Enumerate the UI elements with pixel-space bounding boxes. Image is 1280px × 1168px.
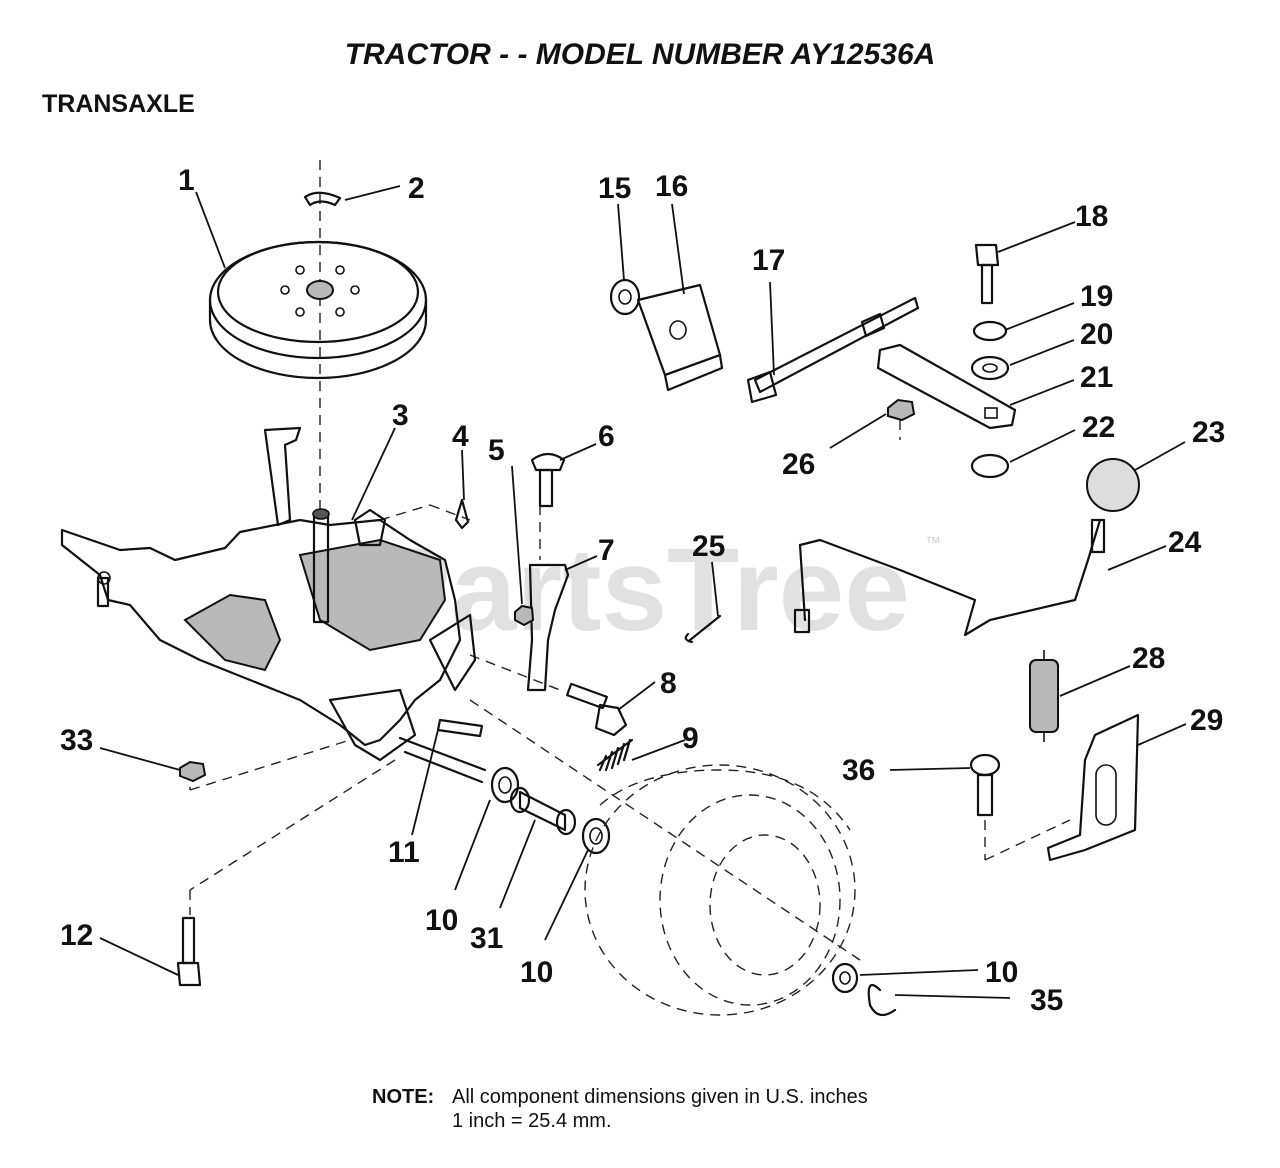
dimension-note: NOTE: All component dimensions given in U… (372, 1085, 868, 1133)
callout-10a: 10 (425, 904, 458, 937)
bolt-part-18 (974, 243, 1000, 305)
callout-12: 12 (60, 919, 93, 952)
rod-end (793, 608, 811, 634)
callout-19: 19 (1080, 280, 1113, 313)
callout-6: 6 (598, 420, 615, 453)
note-line-1: All component dimensions given in U.S. i… (452, 1086, 868, 1108)
bolt-part-12 (176, 916, 202, 987)
clip-part (454, 498, 470, 530)
callout-11: 11 (388, 836, 420, 869)
shaft-key-part (436, 718, 484, 738)
callout-8: 8 (660, 667, 677, 700)
callout-17: 17 (752, 244, 785, 277)
nut-part-26 (887, 398, 916, 422)
bolt-part-6 (530, 452, 566, 508)
callout-21: 21 (1080, 361, 1113, 394)
washer-hole (618, 289, 632, 305)
rear-wheel (584, 764, 856, 1016)
lever-part-21 (876, 343, 1017, 430)
callout-36: 36 (842, 754, 875, 787)
callout-labels: 1 2 3 4 5 6 7 8 9 10 11 33 12 10 31 10 1… (60, 164, 1225, 1017)
bolt-part-8 (565, 682, 628, 737)
nut-part-33 (179, 760, 207, 783)
pulley-part (208, 240, 428, 380)
knob-part-23 (1086, 458, 1140, 512)
screw-part-36 (969, 753, 1001, 817)
callout-18: 18 (1075, 200, 1108, 233)
bracket-part-7 (526, 563, 570, 692)
shift-rod-part-24 (798, 518, 1102, 637)
callout-25: 25 (692, 530, 725, 563)
callout-20: 20 (1080, 318, 1113, 351)
watermark: PartsTree (372, 524, 910, 656)
callout-1: 1 (178, 164, 195, 197)
callout-4: 4 (452, 420, 469, 453)
page-title: TRACTOR - - MODEL NUMBER AY12536A (344, 38, 936, 71)
callout-10c: 10 (985, 956, 1018, 989)
cotter-pin-part-25 (684, 614, 722, 644)
bracket-slot (1095, 764, 1117, 826)
callout-23: 23 (1192, 416, 1225, 449)
callout-35: 35 (1030, 984, 1063, 1017)
washer-part-22 (970, 453, 1010, 479)
callout-33: 33 (60, 724, 93, 757)
washers-and-spacer (490, 766, 859, 994)
lockwasher-part-19 (972, 320, 1008, 342)
callout-26: 26 (782, 448, 815, 481)
note-label: NOTE: (372, 1086, 435, 1108)
callout-5: 5 (488, 434, 505, 467)
callout-24: 24 (1168, 526, 1202, 559)
transaxle-assembly (60, 426, 487, 784)
callout-22: 22 (1082, 411, 1115, 444)
note-body: All component dimensions given in U.S. i… (452, 1085, 868, 1133)
callout-31: 31 (470, 922, 503, 955)
callout-9: 9 (682, 722, 699, 755)
callout-2: 2 (408, 172, 425, 205)
control-rod-part-17 (746, 296, 920, 404)
pulley-key-part (303, 191, 342, 207)
mounting-bracket-part-16 (636, 283, 724, 392)
callout-16: 16 (655, 170, 688, 203)
callout-28: 28 (1132, 642, 1165, 675)
leader-lines (99, 185, 1187, 999)
bracket-part-29 (1046, 713, 1140, 862)
washer-part-20 (970, 355, 1010, 381)
washer-hole (982, 363, 998, 373)
callout-10b: 10 (520, 956, 553, 989)
spring-part-9 (596, 738, 634, 772)
nut-part-5 (514, 604, 535, 627)
washer-part-15 (609, 278, 641, 316)
callout-7: 7 (598, 534, 615, 567)
rod-thread (1090, 518, 1106, 554)
retaining-clip-part (867, 983, 897, 1017)
callout-15: 15 (598, 172, 631, 205)
spring-part-28 (1029, 650, 1059, 742)
callout-3: 3 (392, 399, 409, 432)
watermark-trademark: ™ (925, 535, 941, 552)
lever-square-hole (984, 407, 998, 419)
note-line-2: 1 inch = 25.4 mm. (452, 1110, 612, 1132)
section-title: TRANSAXLE (42, 90, 195, 118)
callout-29: 29 (1190, 704, 1223, 737)
